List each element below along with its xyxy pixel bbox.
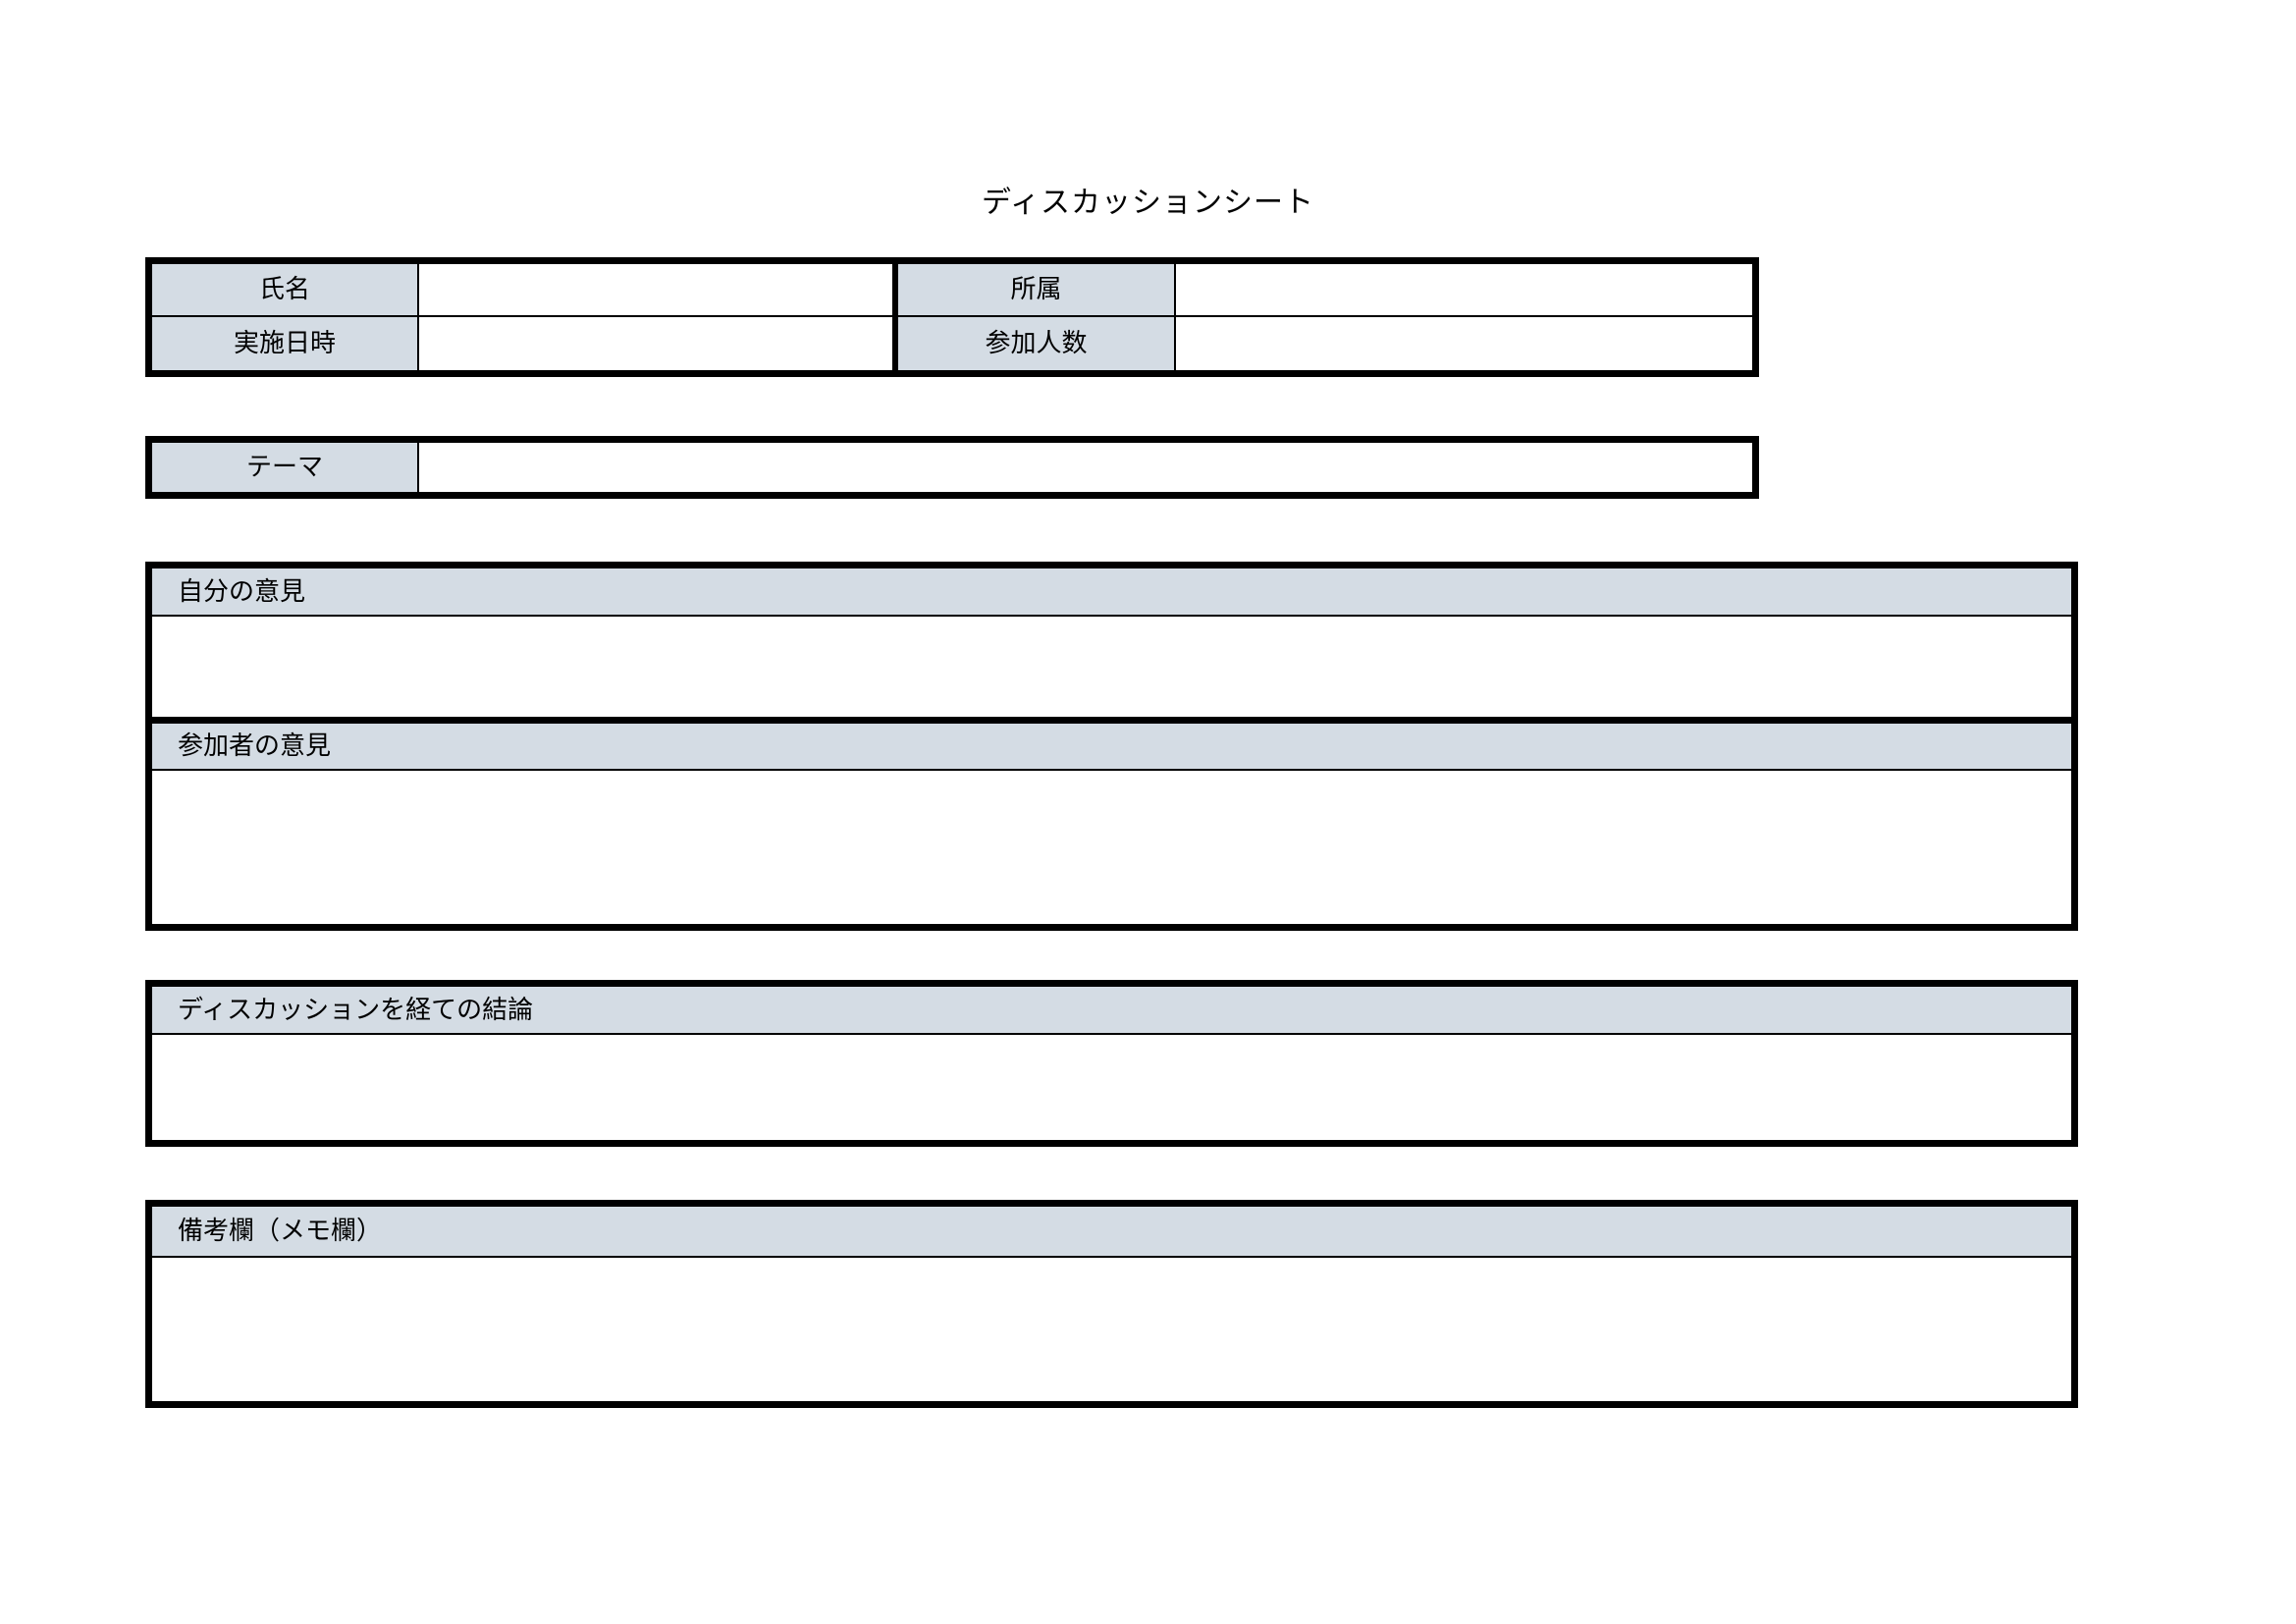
header-info-table: 氏名 所属 実施日時 参加人数 bbox=[145, 257, 1759, 377]
section-heading-remarks: 備考欄（メモ欄） bbox=[152, 1207, 2071, 1258]
label-theme: テーマ bbox=[152, 443, 419, 492]
input-name[interactable] bbox=[419, 264, 898, 315]
conclusion-block: ディスカッションを経ての結論 bbox=[145, 980, 2078, 1147]
input-conclusion[interactable] bbox=[152, 1035, 2071, 1140]
section-heading-own-opinion: 自分の意見 bbox=[152, 568, 2071, 617]
remarks-block: 備考欄（メモ欄） bbox=[145, 1200, 2078, 1408]
label-datetime: 実施日時 bbox=[152, 317, 419, 370]
input-participant-count[interactable] bbox=[1176, 317, 1752, 370]
table-row: 実施日時 参加人数 bbox=[152, 317, 1752, 370]
input-participant-opinion[interactable] bbox=[152, 771, 2071, 924]
page-title: ディスカッションシート bbox=[982, 186, 1314, 220]
section-heading-participant-opinion: 参加者の意見 bbox=[152, 724, 2071, 771]
input-datetime[interactable] bbox=[419, 317, 898, 370]
input-remarks[interactable] bbox=[152, 1258, 2071, 1401]
opinions-block: 自分の意見 参加者の意見 bbox=[145, 562, 2078, 931]
table-row: 氏名 所属 bbox=[152, 264, 1752, 317]
section-heading-conclusion: ディスカッションを経ての結論 bbox=[152, 987, 2071, 1035]
label-affiliation: 所属 bbox=[898, 264, 1176, 315]
input-theme[interactable] bbox=[419, 443, 1752, 492]
label-name: 氏名 bbox=[152, 264, 419, 315]
theme-row: テーマ bbox=[145, 436, 1759, 499]
input-affiliation[interactable] bbox=[1176, 264, 1752, 315]
label-participant-count: 参加人数 bbox=[898, 317, 1176, 370]
input-own-opinion[interactable] bbox=[152, 617, 2071, 724]
